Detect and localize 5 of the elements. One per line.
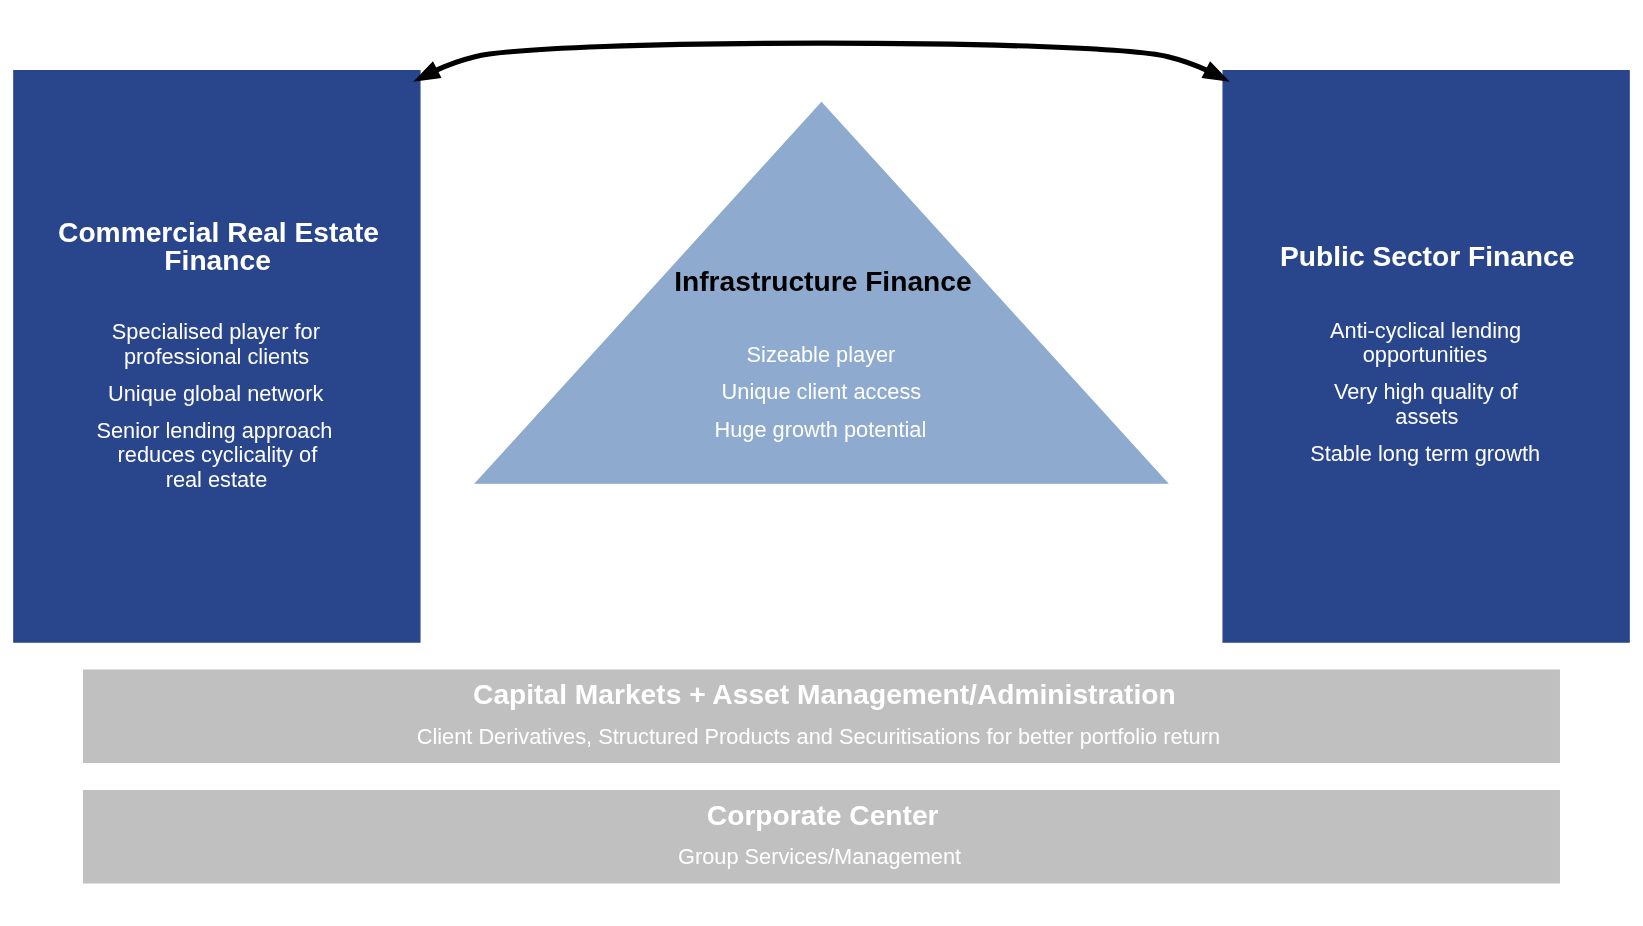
arrow [413, 40, 1230, 82]
node-box: Public Sector Finance Anti-cyclical lending opportunities Very high quality of assets Stable long term growth [1222, 70, 1630, 643]
node-box: Corporate Center Group Services/Management [83, 790, 1560, 884]
node-box: Commercial Real Estate Finance Specialised player for professional clients Unique global network Senior lending approach reduces cyclicality of real estate [13, 70, 421, 643]
node-box: Capital Markets + Asset Management/Administration Client Derivatives, Structured Products and Securitisations for better portfolio return [83, 669, 1560, 764]
